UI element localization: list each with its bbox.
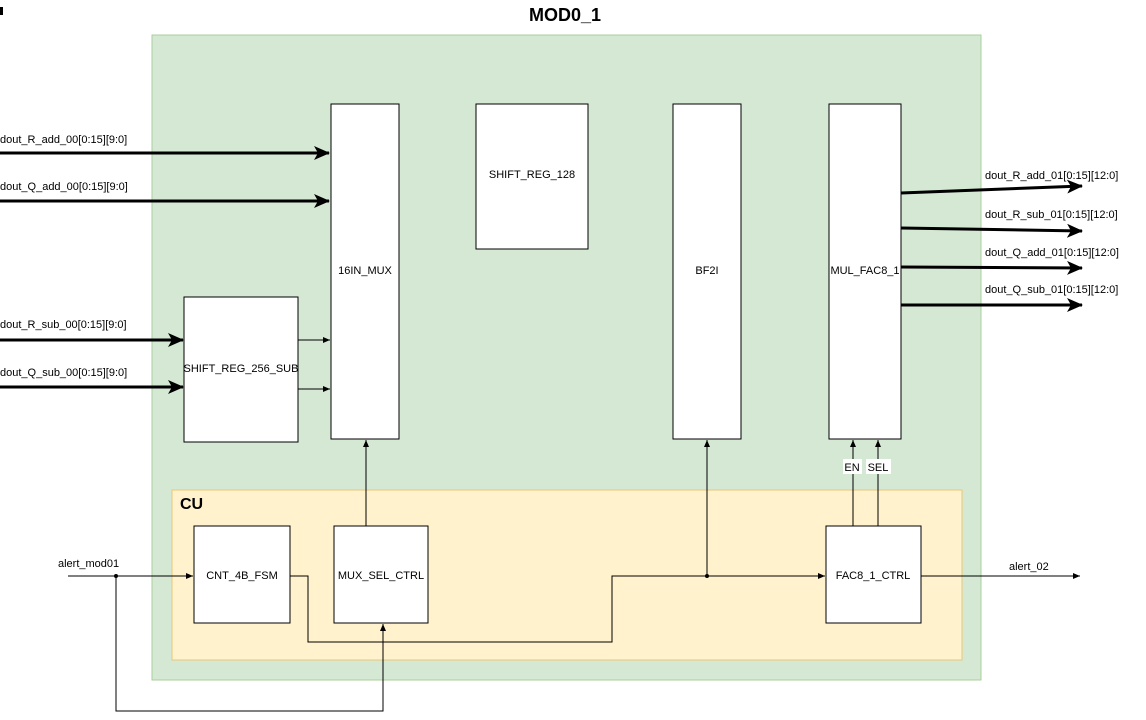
svg-text:SEL: SEL (868, 462, 889, 474)
block-shift-reg-128: SHIFT_REG_128 (475, 103, 589, 250)
block-mul-fac8-1: MUL_FAC8_1 (828, 103, 902, 440)
label-in-r-sub: dout_R_sub_00[0:15][9:0] (0, 319, 127, 331)
svg-text:16IN_MUX: 16IN_MUX (338, 265, 392, 277)
corner-mark (0, 7, 3, 15)
svg-text:BF2I: BF2I (695, 265, 718, 277)
en-label-box: EN (843, 459, 862, 474)
cu-title: CU (180, 496, 203, 513)
label-out-r-sub: dout_R_sub_01[0:15][12:0] (985, 209, 1118, 221)
svg-text:MUL_FAC8_1: MUL_FAC8_1 (830, 265, 899, 277)
input-buses (0, 146, 330, 394)
svg-text:MUX_SEL_CTRL: MUX_SEL_CTRL (338, 570, 424, 582)
label-out-q-sub: dout_Q_sub_01[0:15][12:0] (985, 284, 1118, 296)
block-cnt-4b-fsm: CNT_4B_FSM (193, 525, 291, 624)
junction-alert-in (114, 574, 118, 578)
label-alert-in: alert_mod01 (58, 558, 119, 570)
label-out-q-add: dout_Q_add_01[0:15][12:0] (985, 247, 1119, 259)
label-in-r-add: dout_R_add_00[0:15][9:0] (0, 134, 127, 146)
block-shift-reg-256-sub: SHIFT_REG_256_SUB (183, 296, 299, 443)
svg-text:FAC8_1_CTRL: FAC8_1_CTRL (836, 570, 911, 582)
svg-text:SHIFT_REG_128: SHIFT_REG_128 (489, 169, 575, 181)
label-out-r-add: dout_R_add_01[0:15][12:0] (985, 170, 1118, 182)
svg-text:EN: EN (844, 462, 859, 474)
junction-bf2i (705, 574, 709, 578)
label-alert-out: alert_02 (1009, 561, 1049, 573)
diagram-title: MOD0_1 (529, 5, 601, 25)
block-fac8-1-ctrl: FAC8_1_CTRL (825, 525, 922, 624)
sel-label-box: SEL (866, 459, 891, 474)
block-16in-mux: 16IN_MUX (330, 103, 400, 440)
svg-text:SHIFT_REG_256_SUB: SHIFT_REG_256_SUB (184, 363, 299, 375)
output-buses (900, 179, 1083, 312)
block-mux-sel-ctrl: MUX_SEL_CTRL (333, 525, 429, 624)
label-in-q-sub: dout_Q_sub_00[0:15][9:0] (0, 367, 127, 379)
control-wires (68, 440, 1080, 712)
block-bf2i: BF2I (672, 103, 742, 440)
shift256-to-mux-arrows (298, 337, 330, 392)
svg-text:CNT_4B_FSM: CNT_4B_FSM (206, 570, 278, 582)
label-in-q-add: dout_Q_add_00[0:15][9:0] (0, 181, 128, 193)
